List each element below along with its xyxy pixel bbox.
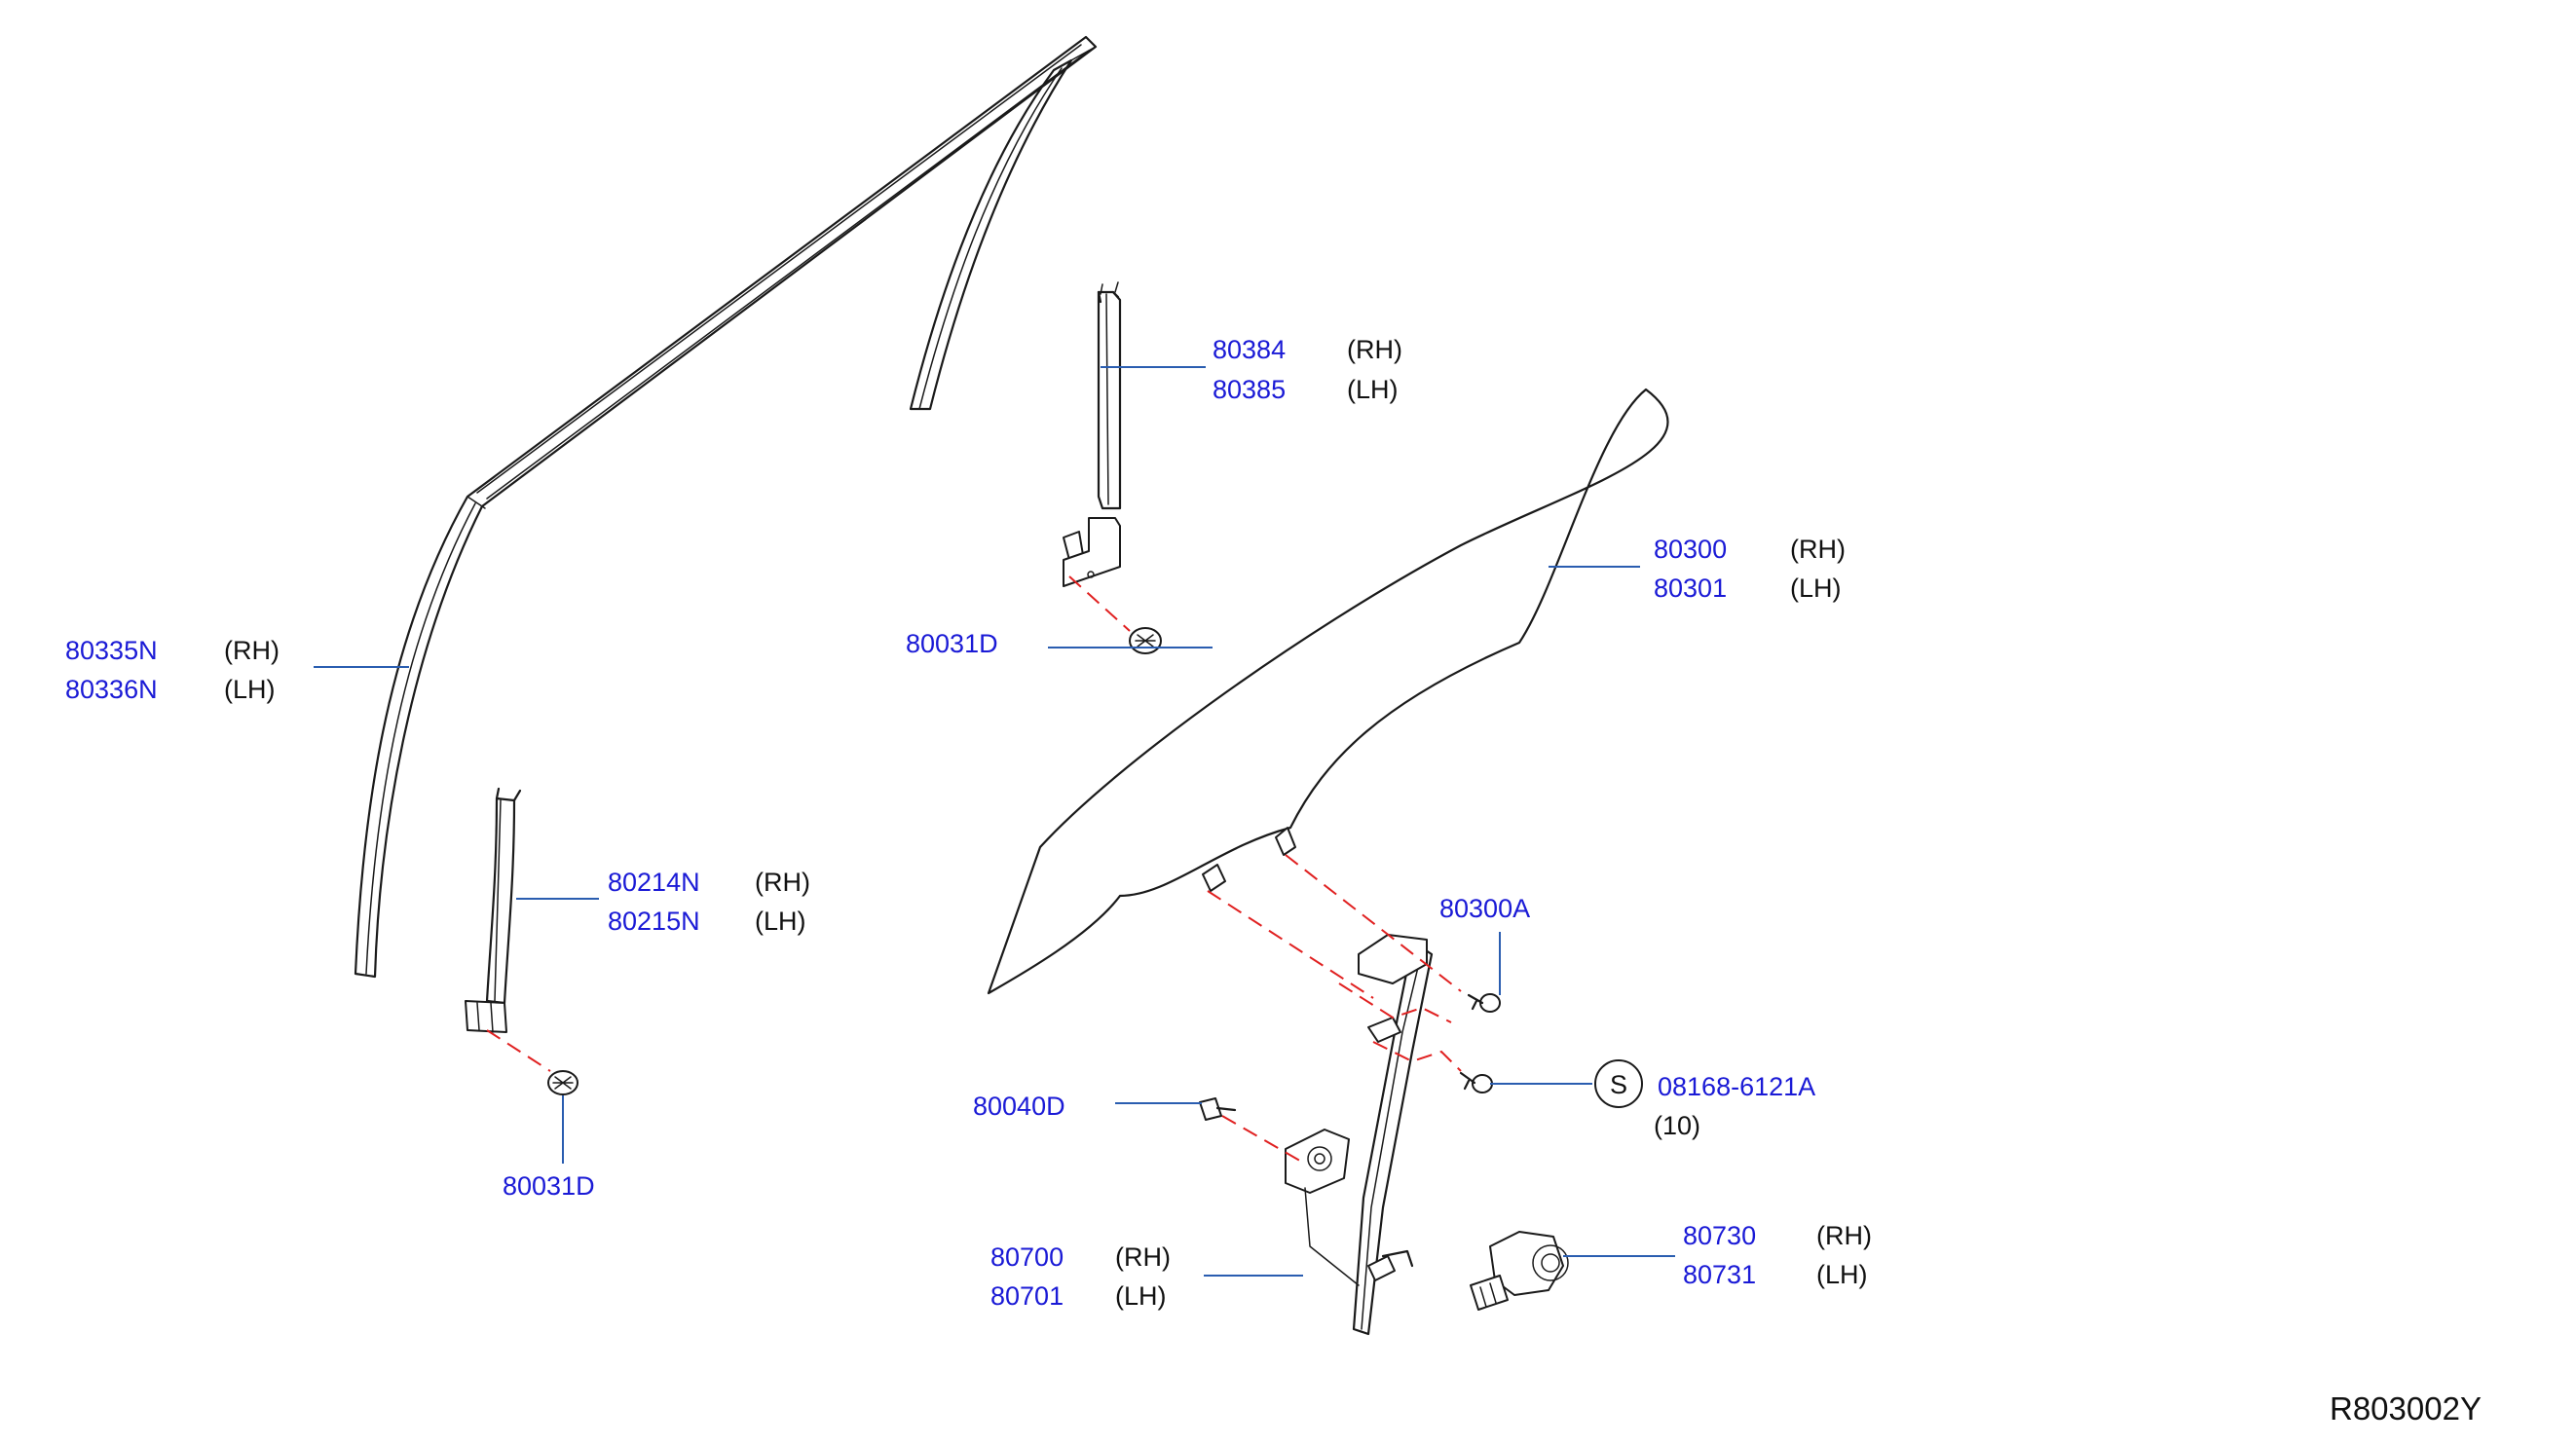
part-number-80215n[interactable]: 80215N — [608, 907, 700, 936]
glass-bolt-icon — [1467, 993, 1501, 1013]
clip-lower-icon — [547, 1070, 579, 1095]
part-number-80031d-upper[interactable]: 80031D — [906, 629, 998, 658]
leader-lines — [314, 366, 1675, 1277]
part-number-80700[interactable]: 80700 — [990, 1242, 1064, 1272]
window-motor — [1470, 1231, 1569, 1311]
part-number-80214n[interactable]: 80214N — [608, 868, 700, 897]
side-label: (LH) — [1115, 1281, 1167, 1311]
outer-sash-channel — [354, 35, 1098, 979]
side-label: (RH) — [1790, 535, 1846, 564]
regulator-bolt-icon — [1459, 1071, 1493, 1093]
side-label: (LH) — [224, 675, 276, 704]
alignment-lines — [486, 575, 1462, 1165]
window-regulator — [1285, 934, 1434, 1336]
part-number-80301[interactable]: 80301 — [1654, 574, 1728, 603]
bolt-symbol: S — [1594, 1059, 1643, 1108]
part-number-80701[interactable]: 80701 — [990, 1281, 1064, 1311]
clip-upper-icon — [1129, 627, 1162, 654]
part-number-80730[interactable]: 80730 — [1683, 1221, 1757, 1250]
quantity-label: (10) — [1654, 1111, 1701, 1140]
front-sash-channel — [465, 787, 522, 1033]
side-label: (RH) — [224, 636, 280, 665]
side-label: (RH) — [1816, 1221, 1872, 1250]
part-number-08168-6121a[interactable]: 08168-6121A — [1658, 1072, 1816, 1101]
side-label: (RH) — [755, 868, 810, 897]
side-label: (LH) — [1816, 1260, 1868, 1289]
rear-sash-channel — [1063, 281, 1122, 587]
part-number-80336n[interactable]: 80336N — [65, 675, 158, 704]
side-label: (RH) — [1115, 1242, 1171, 1272]
figure-code: R803002Y — [2330, 1390, 2482, 1426]
door-glass — [987, 388, 1669, 995]
part-number-80384[interactable]: 80384 — [1213, 335, 1287, 364]
part-number-80300[interactable]: 80300 — [1654, 535, 1728, 564]
part-number-80040d[interactable]: 80040D — [973, 1092, 1065, 1121]
part-number-80300a[interactable]: 80300A — [1439, 894, 1531, 923]
bolt-symbol-letter: S — [1610, 1070, 1627, 1099]
side-label: (LH) — [1790, 574, 1842, 603]
part-number-80031d-lower[interactable]: 80031D — [503, 1171, 595, 1201]
part-number-80385[interactable]: 80385 — [1213, 375, 1287, 404]
grommet-icon — [1199, 1097, 1237, 1121]
side-label: (LH) — [755, 907, 806, 936]
side-label: (LH) — [1347, 375, 1399, 404]
part-number-80335n[interactable]: 80335N — [65, 636, 158, 665]
part-number-80731[interactable]: 80731 — [1683, 1260, 1757, 1289]
side-label: (RH) — [1347, 335, 1402, 364]
